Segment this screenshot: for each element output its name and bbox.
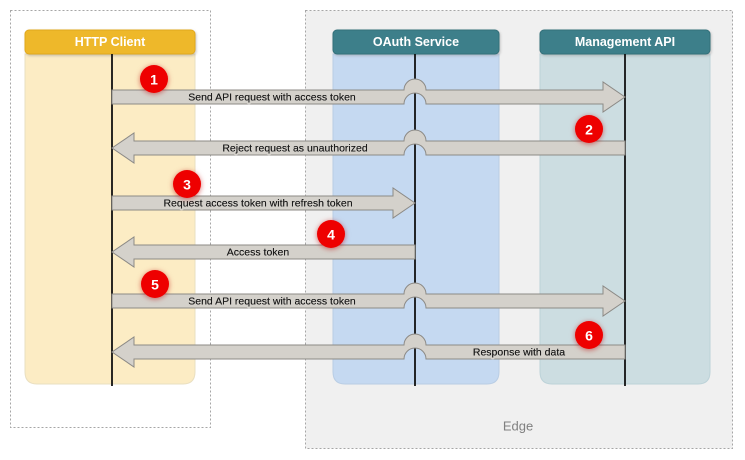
message-label-4: Access token xyxy=(227,246,290,258)
lane-title-http-client: HTTP Client xyxy=(75,35,146,49)
step-badge-circle-6[interactable] xyxy=(575,321,603,349)
step-badge-circle-2[interactable] xyxy=(575,115,603,143)
step-badge-number-1: 1 xyxy=(150,72,158,88)
step-badge-6[interactable]: 6 xyxy=(575,321,603,349)
step-badge-number-6: 6 xyxy=(585,328,593,344)
lane-header-http-client[interactable] xyxy=(24,29,196,55)
step-badge-number-2: 2 xyxy=(585,122,593,138)
message-label-6: Response with data xyxy=(473,346,565,358)
step-badge-circle-4[interactable] xyxy=(317,220,345,248)
message-arrow-2[interactable] xyxy=(111,129,626,164)
step-badge-circle-1[interactable] xyxy=(140,65,168,93)
step-badge-number-5: 5 xyxy=(151,277,159,293)
lane-title-oauth-service: OAuth Service xyxy=(373,35,459,49)
pool-boundary-client-pool xyxy=(10,10,211,428)
message-label-halo-1: Send API request with access token xyxy=(188,91,356,103)
message-label-3: Request access token with refresh token xyxy=(163,197,352,209)
step-badge-4[interactable]: 4 xyxy=(317,220,345,248)
pool-client-pool xyxy=(10,10,211,428)
step-badge-2[interactable]: 2 xyxy=(575,115,603,143)
message-arrow-4[interactable] xyxy=(111,236,416,268)
lane-management-api[interactable]: Management API xyxy=(539,29,711,386)
message-label-halo-3: Request access token with refresh token xyxy=(163,197,352,209)
message-arrow-6[interactable] xyxy=(111,333,626,368)
message-label-5: Send API request with access token xyxy=(188,295,356,307)
step-badge-number-4: 4 xyxy=(327,227,335,243)
step-badge-circle-3[interactable] xyxy=(173,170,201,198)
lane-title-management-api: Management API xyxy=(575,35,675,49)
message-arrow-5[interactable] xyxy=(111,282,626,317)
message-label-2: Reject request as unauthorized xyxy=(222,142,367,154)
lane-header-oauth-service[interactable] xyxy=(332,29,500,55)
message-label-halo-5: Send API request with access token xyxy=(188,295,356,307)
message-label-halo-4: Access token xyxy=(227,246,290,258)
message-3[interactable]: Request access token with refresh tokenR… xyxy=(111,187,416,219)
step-badge-1[interactable]: 1 xyxy=(140,65,168,93)
message-arrow-3[interactable] xyxy=(111,187,416,219)
pool-label-edge-pool: Edge xyxy=(503,418,533,433)
step-badge-number-3: 3 xyxy=(183,177,191,193)
step-badge-3[interactable]: 3 xyxy=(173,170,201,198)
message-arrow-1[interactable] xyxy=(111,78,626,113)
message-label-halo-2: Reject request as unauthorized xyxy=(222,142,367,154)
step-badge-circle-5[interactable] xyxy=(141,270,169,298)
badge-layer: 1 2 3 4 5 6 xyxy=(140,65,603,349)
step-badge-5[interactable]: 5 xyxy=(141,270,169,298)
message-label-1: Send API request with access token xyxy=(188,91,356,103)
message-label-halo-6: Response with data xyxy=(473,346,565,358)
